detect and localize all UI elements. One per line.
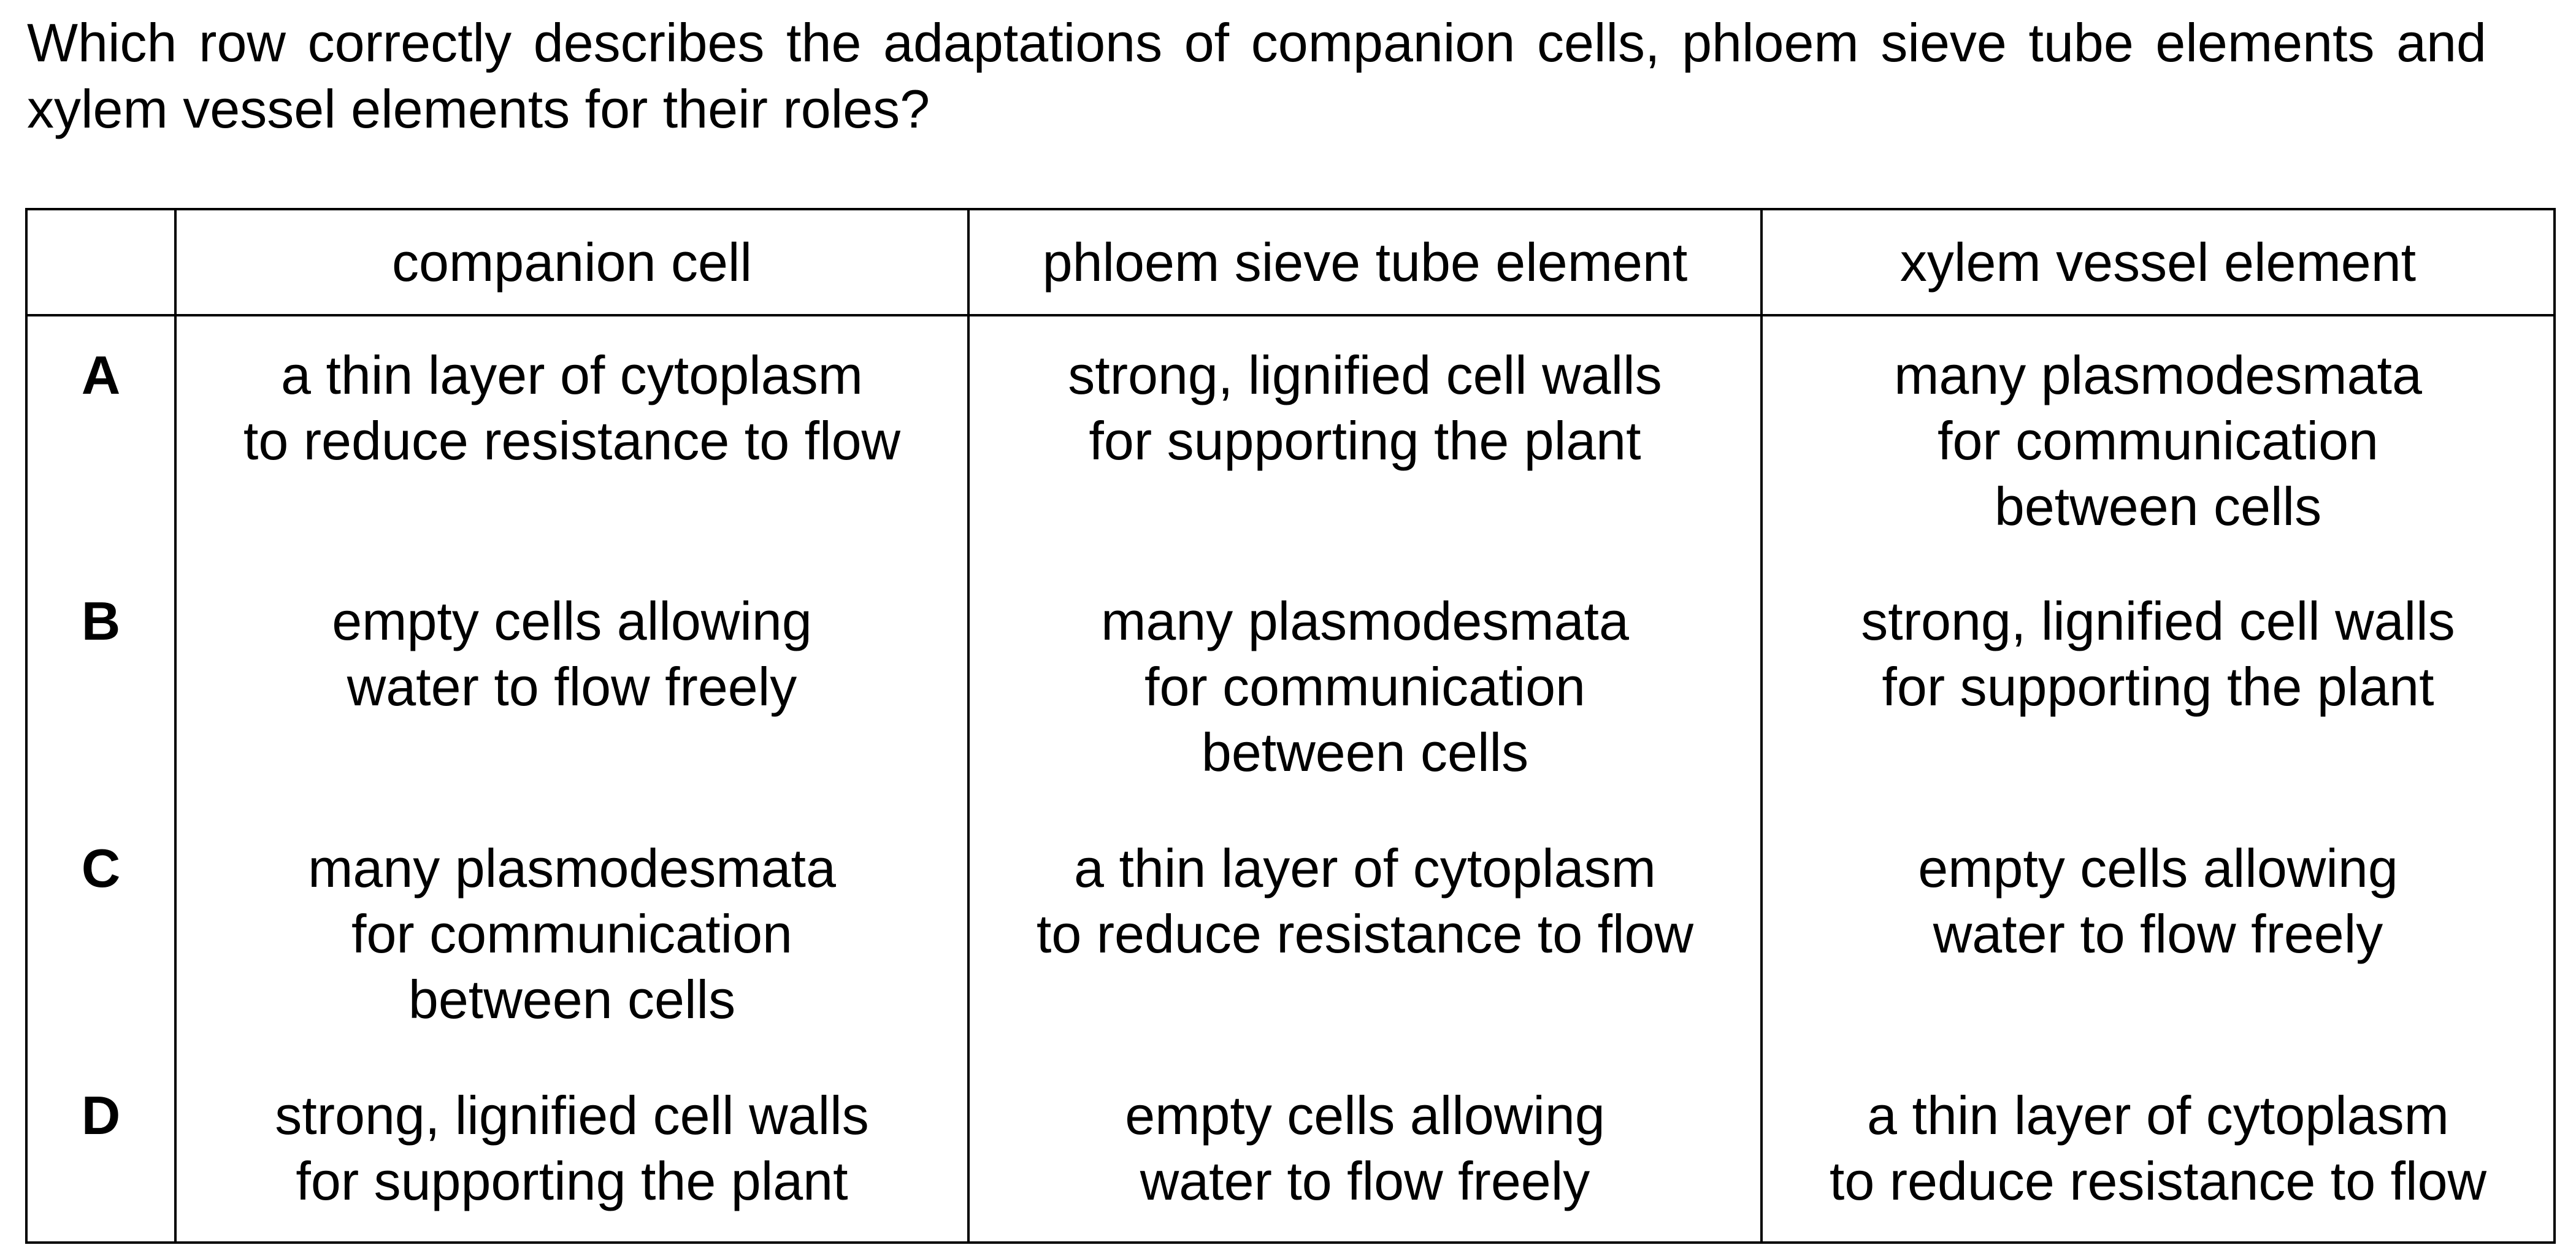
- cell-text: many plasmodesmata for communication bet…: [1894, 345, 2422, 537]
- header-phloem-sieve-tube-element: phloem sieve tube element: [967, 208, 1763, 316]
- cell-text: a thin layer of cytoplasm to reduce resi…: [1829, 1085, 2487, 1211]
- header-xylem-vessel-element: xylem vessel element: [1760, 208, 2556, 316]
- row-letter: A: [25, 315, 177, 562]
- table-row-b: B empty cells allowing water to flow fre…: [25, 562, 2556, 810]
- table-header-row: companion cell phloem sieve tube element…: [25, 208, 2556, 316]
- cell-text: empty cells allowing water to flow freel…: [1125, 1085, 1605, 1211]
- xylem-vessel-cell: empty cells allowing water to flow freel…: [1760, 810, 2556, 1057]
- cell-text: strong, lignified cell walls for support…: [1068, 345, 1662, 471]
- row-letter: C: [25, 810, 177, 1057]
- companion-cell-cell: empty cells allowing water to flow freel…: [174, 562, 970, 810]
- header-companion-cell: companion cell: [174, 208, 970, 316]
- row-letter: D: [25, 1057, 177, 1244]
- table-row-c: C many plasmodesmata for communication b…: [25, 810, 2556, 1057]
- phloem-sieve-tube-cell: many plasmodesmata for communication bet…: [967, 562, 1763, 810]
- phloem-sieve-tube-cell: empty cells allowing water to flow freel…: [967, 1057, 1763, 1244]
- table-row-d: D strong, lignified cell walls for suppo…: [25, 1057, 2556, 1244]
- companion-cell-cell: a thin layer of cytoplasm to reduce resi…: [174, 315, 970, 562]
- question-text: Which row correctly describes the adapta…: [27, 12, 2486, 139]
- xylem-vessel-cell: many plasmodesmata for communication bet…: [1760, 315, 2556, 562]
- row-letter: B: [25, 562, 177, 810]
- cell-text: many plasmodesmata for communication bet…: [308, 838, 836, 1030]
- cell-text: many plasmodesmata for communication bet…: [1101, 591, 1629, 783]
- cell-text: a thin layer of cytoplasm to reduce resi…: [1036, 838, 1694, 964]
- cell-text: empty cells allowing water to flow freel…: [332, 591, 812, 717]
- phloem-sieve-tube-cell: a thin layer of cytoplasm to reduce resi…: [967, 810, 1763, 1057]
- cell-text: a thin layer of cytoplasm to reduce resi…: [243, 345, 901, 471]
- companion-cell-cell: strong, lignified cell walls for support…: [174, 1057, 970, 1244]
- phloem-sieve-tube-cell: strong, lignified cell walls for support…: [967, 315, 1763, 562]
- xylem-vessel-cell: a thin layer of cytoplasm to reduce resi…: [1760, 1057, 2556, 1244]
- table-row-a: A a thin layer of cytoplasm to reduce re…: [25, 315, 2556, 562]
- cell-text: empty cells allowing water to flow freel…: [1918, 838, 2398, 964]
- cell-text: strong, lignified cell walls for support…: [275, 1085, 869, 1211]
- cell-text: strong, lignified cell walls for support…: [1861, 591, 2455, 717]
- xylem-vessel-cell: strong, lignified cell walls for support…: [1760, 562, 2556, 810]
- options-table: companion cell phloem sieve tube element…: [25, 208, 2556, 1244]
- header-corner: [25, 208, 177, 316]
- companion-cell-cell: many plasmodesmata for communication bet…: [174, 810, 970, 1057]
